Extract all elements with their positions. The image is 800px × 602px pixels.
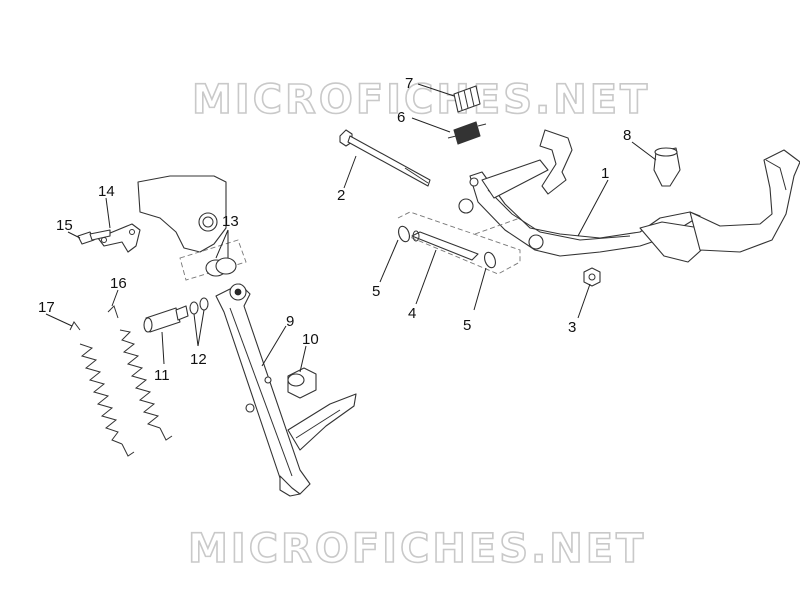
- side-stand-part: [215, 283, 357, 497]
- frame-bracket: [137, 175, 247, 281]
- callout-10: 10: [302, 331, 319, 348]
- callout-5b: 5: [463, 317, 471, 334]
- plate-part: [97, 223, 141, 253]
- rubber-buffer-part: [653, 147, 681, 187]
- callout-17: 17: [38, 299, 55, 316]
- callout-8: 8: [623, 127, 631, 144]
- callout-3: 3: [568, 319, 576, 336]
- washer-pair-part: [189, 297, 209, 315]
- spring-part: [69, 321, 135, 457]
- watermark-bottom: MICROFICHES.NET: [188, 526, 646, 572]
- bolt-part: [339, 129, 431, 187]
- screw-part: [77, 229, 111, 245]
- callout-labels: 1 2 3 4 5 5 6 7 8 9 10 11 12 13 14 15 16…: [38, 75, 631, 384]
- callout-14: 14: [98, 183, 115, 200]
- callout-12: 12: [190, 351, 207, 368]
- nut-part: [583, 267, 601, 287]
- bushing-part: [287, 367, 317, 399]
- callout-7: 7: [405, 75, 413, 92]
- callout-9: 9: [286, 313, 294, 330]
- callout-15: 15: [56, 217, 73, 234]
- leader-lines: [45, 83, 657, 373]
- callout-16: 16: [110, 275, 127, 292]
- callout-13: 13: [222, 213, 239, 230]
- pivot-pin-part: [143, 305, 189, 333]
- ring-pair-part: [205, 257, 237, 277]
- callout-2: 2: [337, 187, 345, 204]
- callout-5a: 5: [372, 283, 380, 300]
- callout-1: 1: [601, 165, 609, 182]
- long-spring-part: [107, 305, 173, 441]
- central-stand-part: [458, 129, 800, 263]
- callout-6: 6: [397, 109, 405, 126]
- callout-11: 11: [154, 367, 170, 384]
- pin-assembly: [397, 211, 521, 275]
- springs-small: [447, 85, 487, 145]
- watermark-top: MICROFICHES.NET: [192, 77, 650, 123]
- callout-4: 4: [408, 305, 416, 322]
